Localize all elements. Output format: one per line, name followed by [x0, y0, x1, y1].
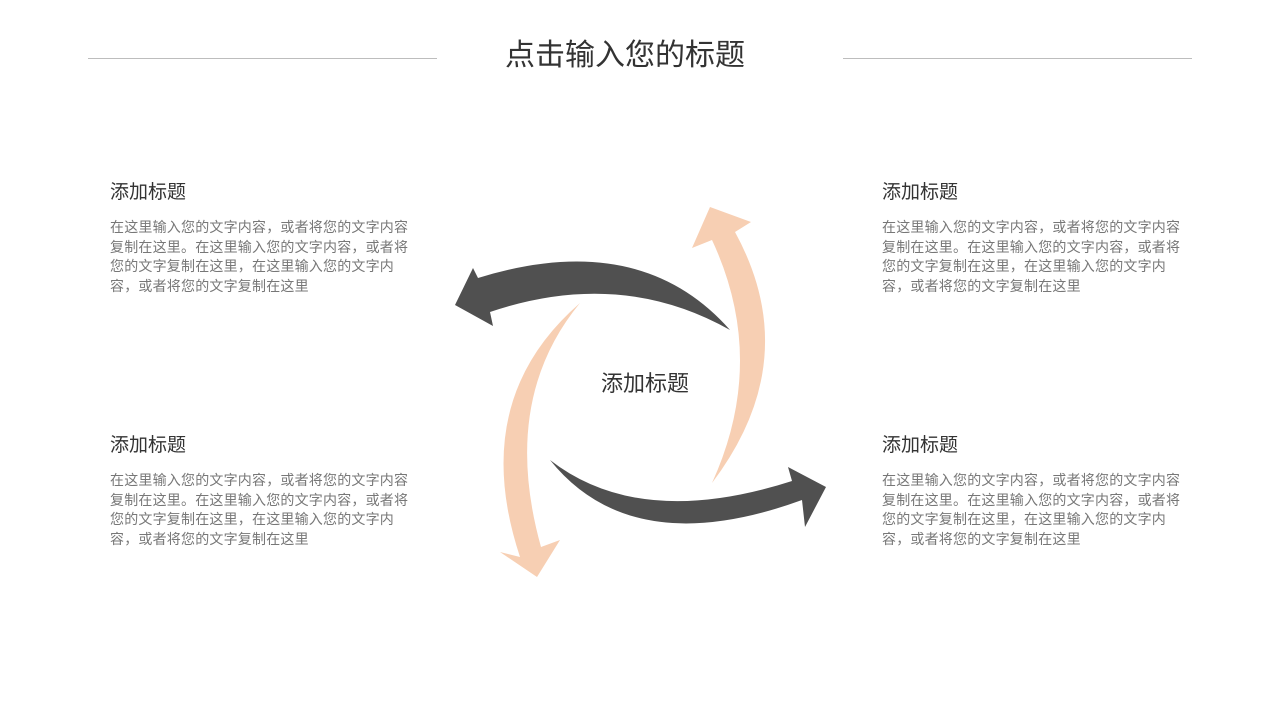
text-block-top-left: 添加标题 在这里输入您的文字内容，或者将您的文字内容复制在这里。在这里输入您的文…: [110, 179, 420, 297]
block-body[interactable]: 在这里输入您的文字内容，或者将您的文字内容复制在这里。在这里输入您的文字内容，或…: [882, 220, 1181, 295]
arrow-bottom-right-icon: [550, 460, 826, 527]
block-body[interactable]: 在这里输入您的文字内容，或者将您的文字内容复制在这里。在这里输入您的文字内容，或…: [882, 473, 1181, 548]
block-heading[interactable]: 添加标题: [882, 181, 959, 203]
arrow-bottom-left-icon: [500, 303, 580, 577]
text-block-top-right: 添加标题 在这里输入您的文字内容，或者将您的文字内容复制在这里。在这里输入您的文…: [882, 179, 1192, 297]
text-block-bottom-right: 添加标题 在这里输入您的文字内容，或者将您的文字内容复制在这里。在这里输入您的文…: [882, 432, 1192, 550]
block-body[interactable]: 在这里输入您的文字内容，或者将您的文字内容复制在这里。在这里输入您的文字内容，或…: [110, 473, 409, 548]
center-label[interactable]: 添加标题: [600, 372, 689, 397]
title-divider-right: [843, 58, 1192, 59]
block-body[interactable]: 在这里输入您的文字内容，或者将您的文字内容复制在这里。在这里输入您的文字内容，或…: [110, 220, 409, 295]
block-heading[interactable]: 添加标题: [882, 434, 959, 456]
block-heading[interactable]: 添加标题: [110, 434, 187, 456]
arrow-top-left-icon: [455, 261, 730, 330]
slide-title[interactable]: 点击输入您的标题: [505, 38, 745, 73]
block-heading[interactable]: 添加标题: [110, 181, 187, 203]
arrow-top-right-icon: [692, 207, 766, 483]
text-block-bottom-left: 添加标题 在这里输入您的文字内容，或者将您的文字内容复制在这里。在这里输入您的文…: [110, 432, 420, 550]
title-divider-left: [88, 58, 437, 59]
